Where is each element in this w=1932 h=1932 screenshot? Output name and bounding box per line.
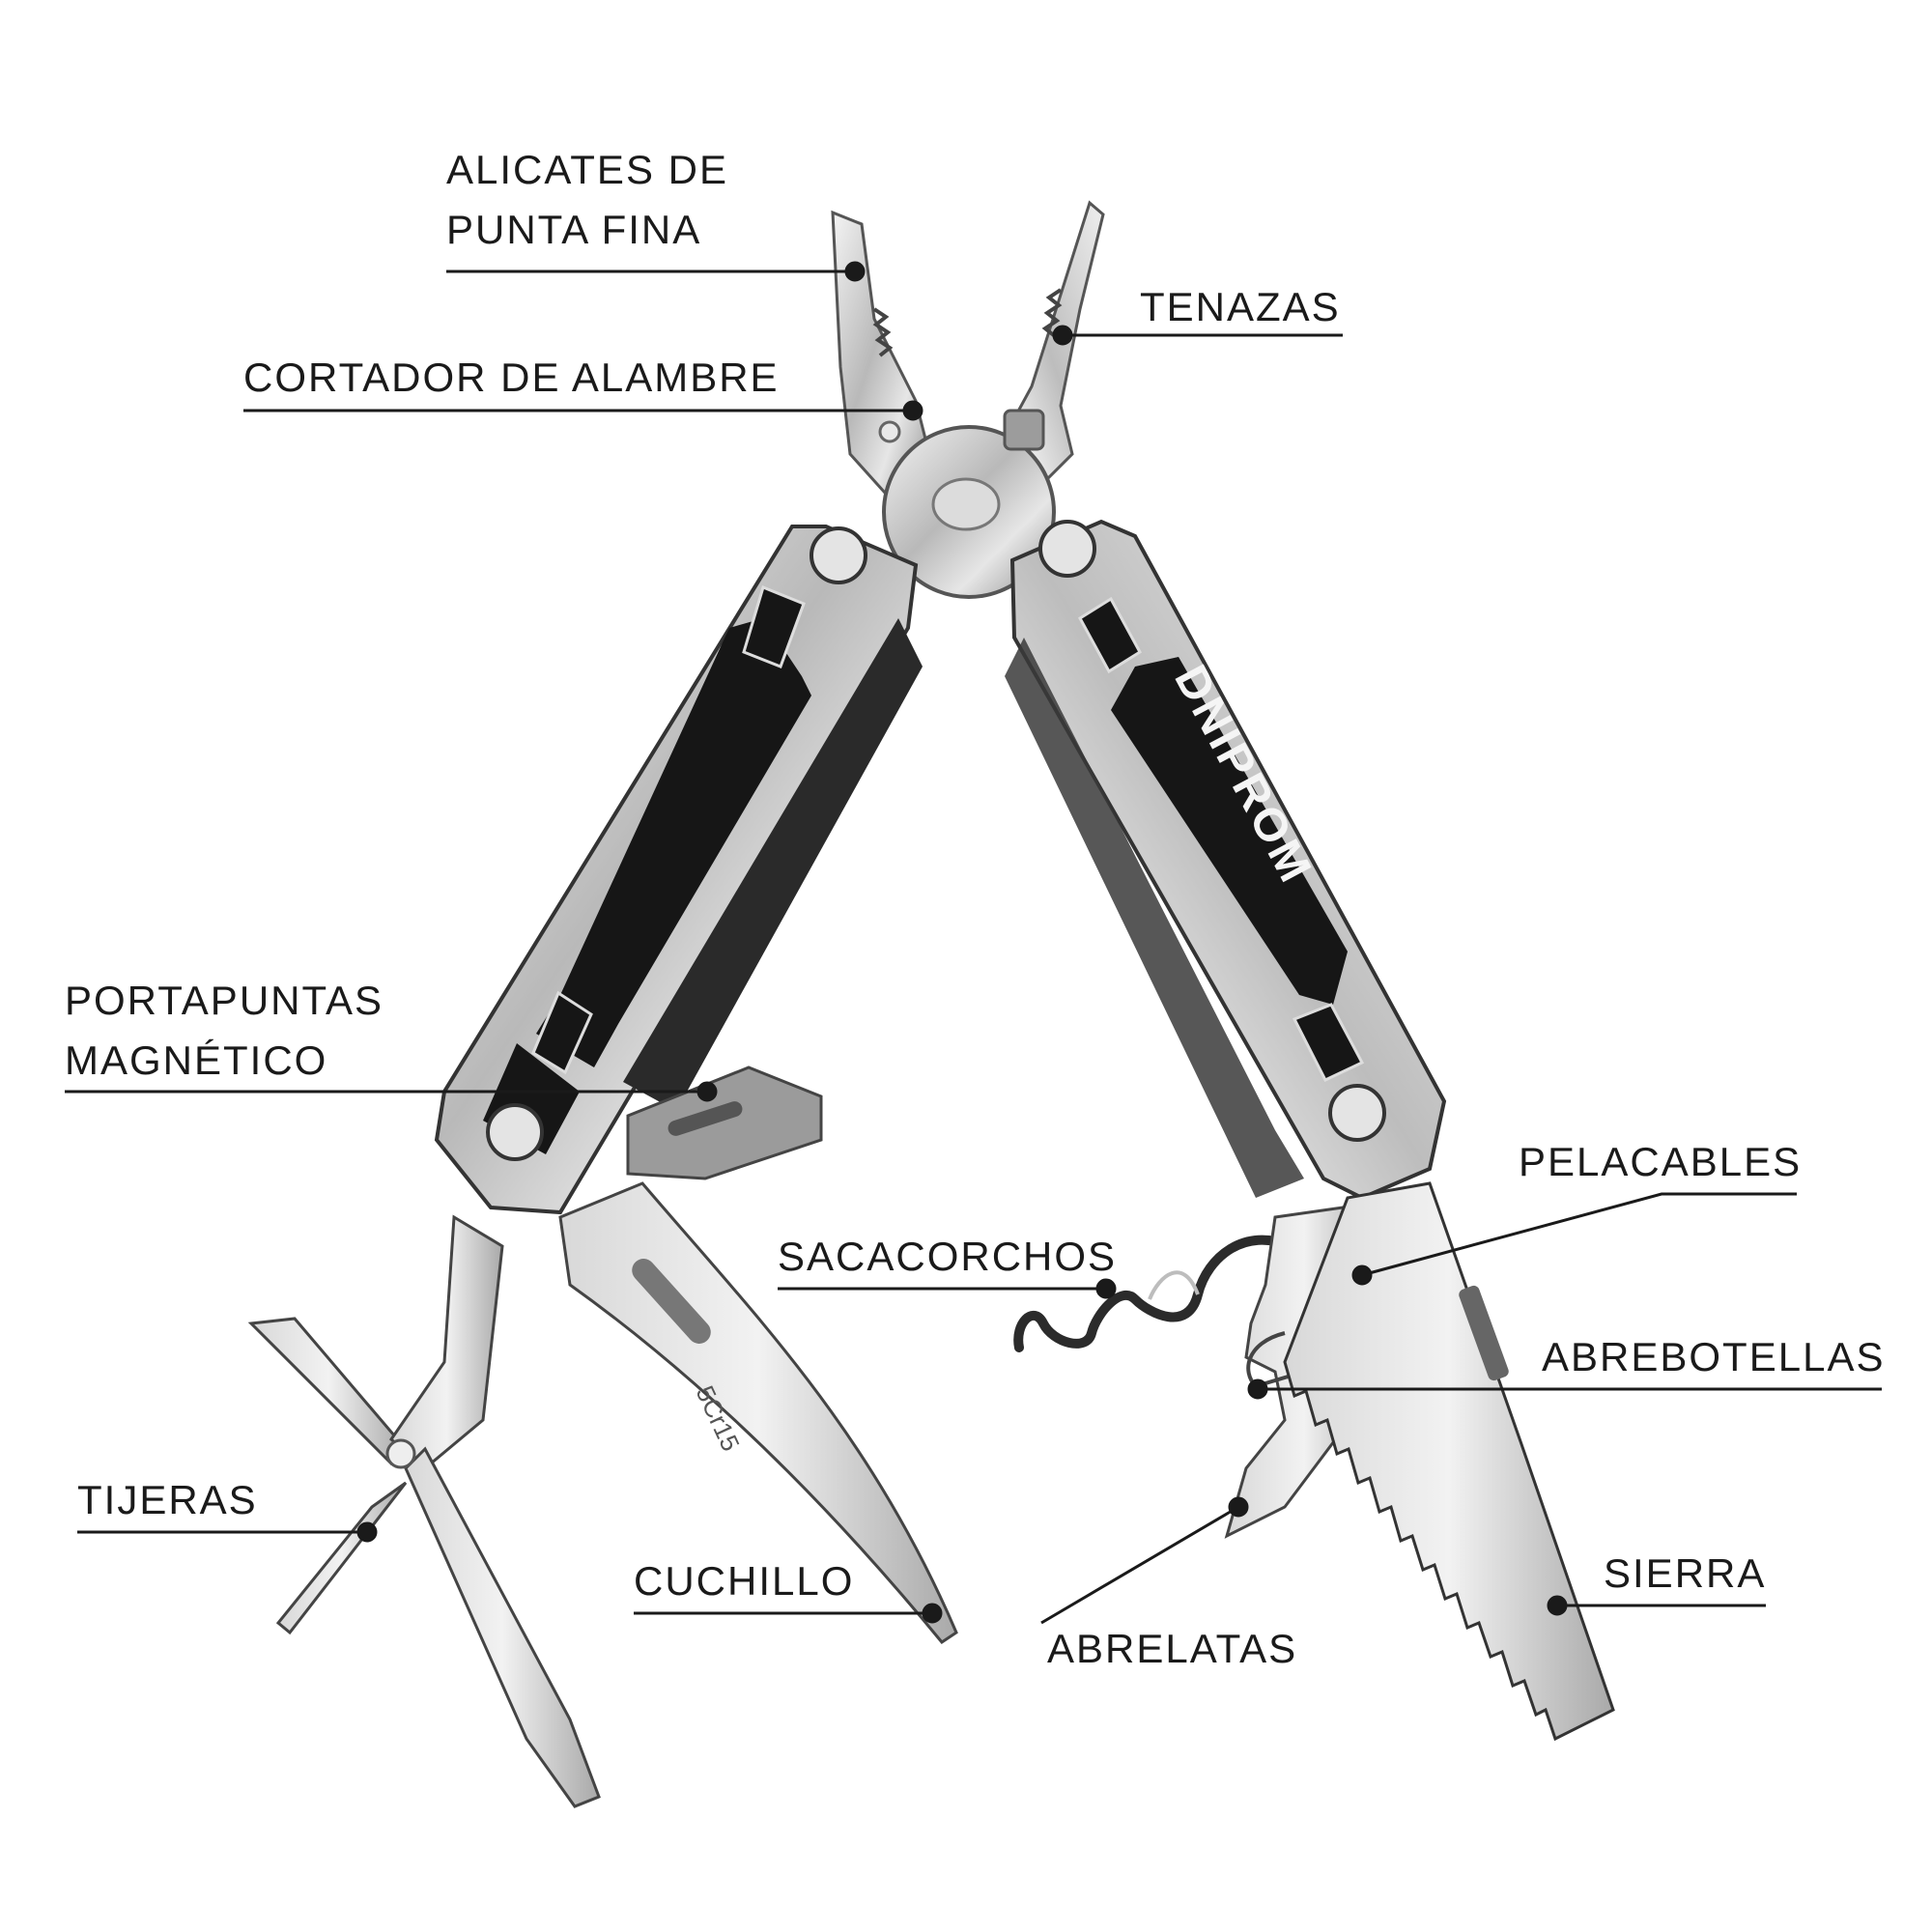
right-jaw-teeth — [1041, 288, 1063, 338]
leader-abrelatas — [1040, 1505, 1239, 1625]
label-sierra: SIERRA — [1604, 1550, 1767, 1596]
label-tijeras: TIJERAS — [77, 1477, 258, 1522]
leader-sacacorchos-dot — [1095, 1278, 1117, 1299]
right-handle-black-window-low — [1292, 1003, 1365, 1082]
label-cortador-de-alambre: CORTADOR DE ALAMBRE — [243, 355, 780, 400]
leader-pelacables — [1361, 1192, 1797, 1277]
leader-tenazas-dot — [1052, 325, 1073, 346]
left-handle-inner-channel — [623, 618, 923, 1111]
leader-cortador-dot — [902, 400, 923, 421]
label-pelacables: PELACABLES — [1519, 1139, 1803, 1184]
leader-tijeras-dot — [356, 1521, 378, 1543]
left-handle-black-grip — [536, 618, 811, 1067]
right-handle-top-screw — [1038, 520, 1096, 578]
leader-abrelatas-dot — [1228, 1496, 1249, 1518]
bit-holder — [626, 1065, 823, 1180]
left-handle-black-window-top — [742, 584, 806, 668]
left-jaw-teeth — [872, 307, 894, 357]
corkscrew — [1013, 1235, 1294, 1352]
saw-blade — [1283, 1181, 1615, 1742]
left-handle-black-window-low — [531, 990, 593, 1075]
bit-holder-slot — [668, 1101, 743, 1136]
label-sacacorchos: SACACORCHOS — [778, 1234, 1118, 1279]
saw-nail-slot — [1459, 1285, 1509, 1381]
label-alicates-de-punta-fina: ALICATES DE PUNTA FINA — [446, 140, 728, 260]
leader-cuchillo-dot — [922, 1603, 943, 1624]
scissors-arm — [389, 1214, 504, 1470]
label-portapuntas-line2: MAGNÉTICO — [65, 1037, 328, 1083]
label-alicates-line2: PUNTA FINA — [446, 207, 702, 252]
scissors-blade-upper — [247, 1317, 409, 1466]
leader-sierra-dot — [1547, 1595, 1568, 1616]
knife-nail-slot — [632, 1259, 711, 1344]
pliers-jaws — [831, 200, 1105, 599]
saw — [1283, 1181, 1615, 1742]
right-handle: DNIPROM — [1005, 519, 1447, 1201]
label-alicates-line1: ALICATES DE — [446, 147, 728, 192]
corkscrew-spiral — [1013, 1235, 1294, 1352]
left-handle — [434, 525, 923, 1215]
leader-alicates-dot — [844, 261, 866, 282]
pivot-hub — [931, 477, 1001, 531]
leader-portapuntas-dot — [696, 1081, 718, 1102]
corkscrew-spiral-highlight — [1148, 1270, 1200, 1300]
jaw-rivet — [878, 420, 901, 443]
right-handle-black-grip — [1111, 657, 1348, 1005]
scissors-spring — [404, 1446, 601, 1808]
left-handle-top-screw — [810, 526, 867, 584]
scissors-pivot — [385, 1438, 416, 1469]
left-handle-bottom-screw — [486, 1103, 544, 1161]
leader-pelacables-dot — [1351, 1264, 1373, 1286]
label-portapuntas-magnetico: PORTAPUNTAS MAGNÉTICO — [65, 971, 384, 1091]
label-abrelatas: ABRELATAS — [1047, 1626, 1298, 1671]
label-abrebotellas: ABREBOTELLAS — [1542, 1334, 1886, 1379]
right-handle-black-window-top — [1078, 596, 1142, 674]
right-handle-inner-channel — [1005, 638, 1304, 1198]
bit-holder-body — [626, 1065, 823, 1180]
right-handle-bottom-screw — [1328, 1084, 1386, 1142]
label-tenazas: TENAZAS — [1140, 284, 1341, 329]
label-portapuntas-line1: PORTAPUNTAS — [65, 978, 384, 1023]
scissors-blade-lower — [275, 1481, 408, 1635]
leader-abrebotellas-dot — [1247, 1378, 1268, 1400]
label-cuchillo: CUCHILLO — [634, 1558, 855, 1604]
jaw-screw — [1003, 409, 1045, 451]
scissors — [247, 1214, 601, 1808]
leader-lines — [65, 261, 1882, 1625]
